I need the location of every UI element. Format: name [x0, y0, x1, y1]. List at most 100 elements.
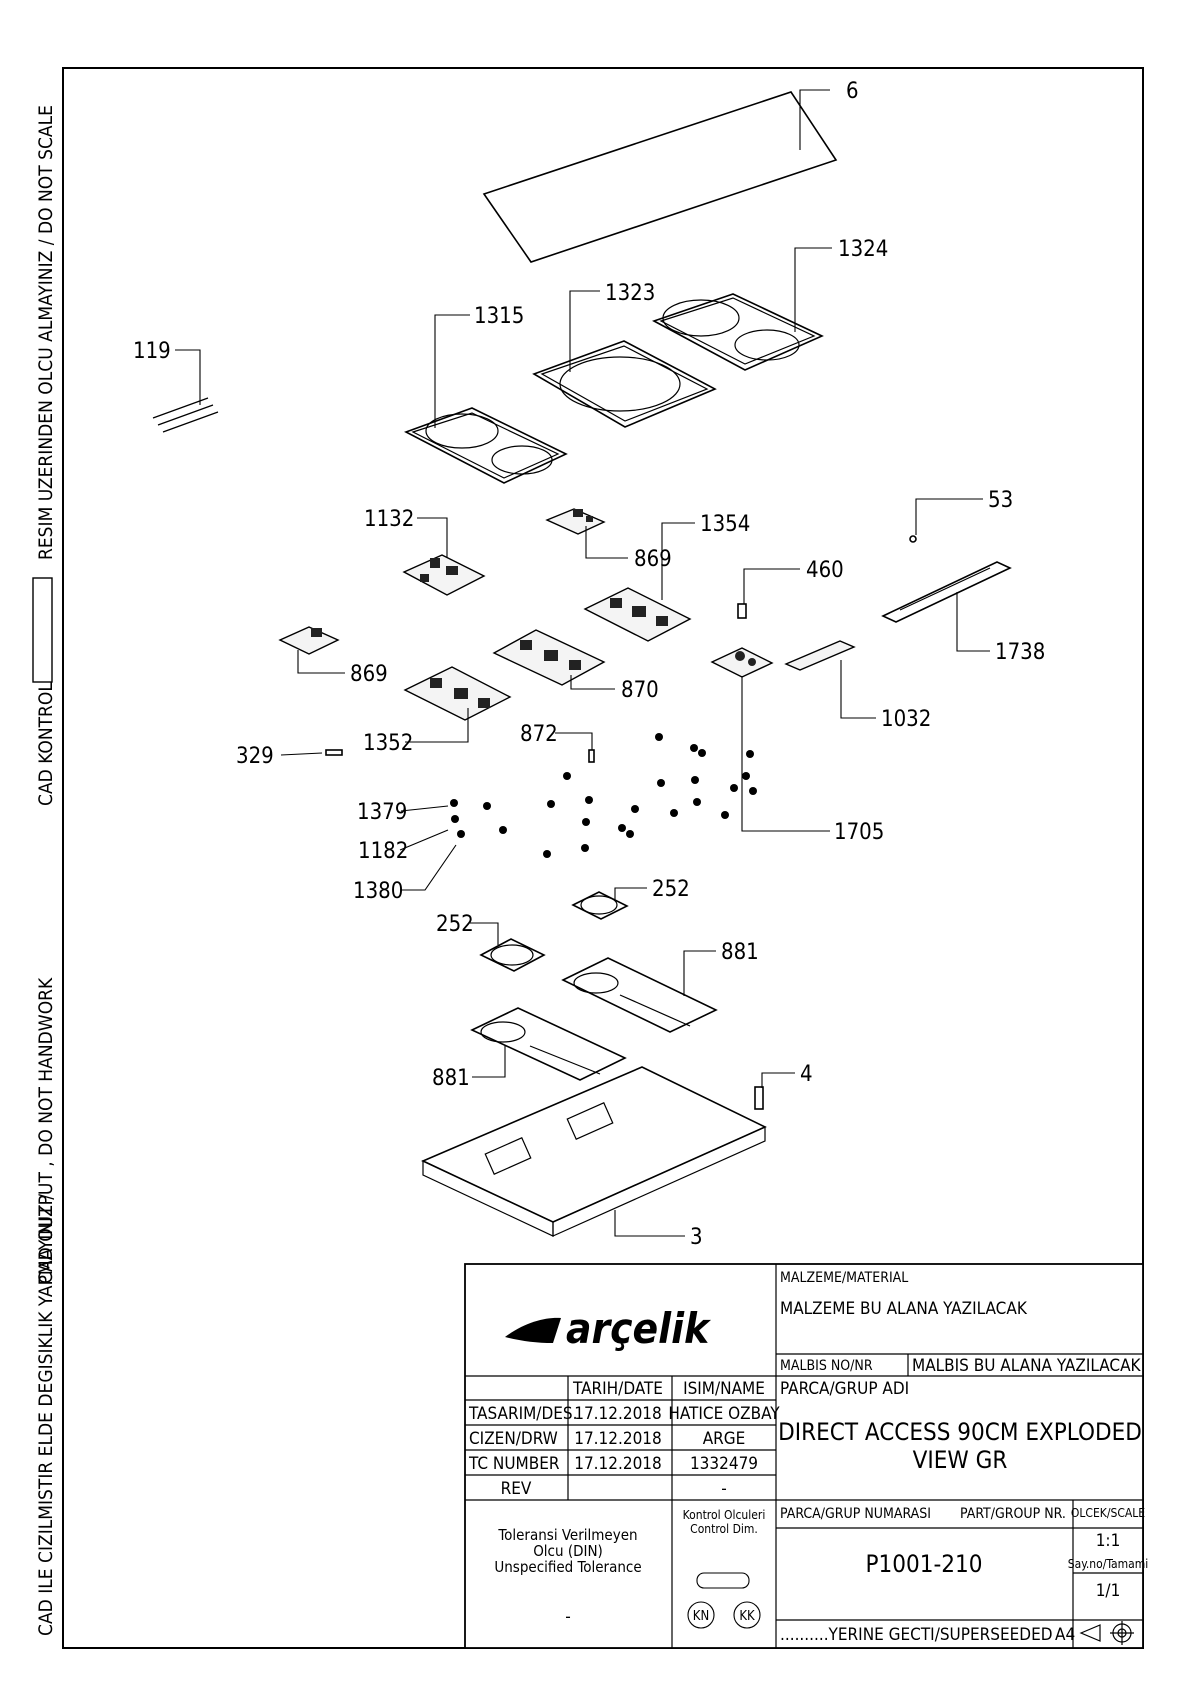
tol-value: -	[565, 1607, 571, 1627]
tol-line1: Toleransi Verilmeyen	[497, 1526, 637, 1544]
supersede-line: ..........YERINE GECTI/SUPERSEEDED	[780, 1625, 1053, 1645]
row-des-date: 17.12.2018	[574, 1404, 662, 1424]
arcelik-logo: arçelik	[505, 1304, 712, 1353]
part-coil-plate-1323	[532, 340, 717, 428]
title-block: arçelik MALZEME/MATERIAL MALZEME BU ALAN…	[464, 1263, 1149, 1649]
row-tc-name: 1332479	[690, 1454, 758, 1474]
callout-1352: 1352	[363, 731, 413, 756]
callout-1032: 1032	[881, 707, 931, 732]
callout-460: 460	[806, 558, 844, 583]
row-rev-name: -	[721, 1479, 727, 1499]
part-rail-1738	[881, 561, 1012, 623]
part-glass-top	[482, 91, 838, 263]
callout-1315: 1315	[474, 304, 524, 329]
part-holder-881-lower	[470, 1007, 627, 1081]
part-board-1132	[402, 554, 486, 596]
note-cad-kontrol: CAD KONTROL	[35, 682, 57, 806]
row-tc-date: 17.12.2018	[574, 1454, 662, 1474]
control-slot	[696, 1572, 750, 1589]
part-coil-plate-1324	[652, 293, 824, 371]
part-holder-881-upper	[561, 957, 718, 1033]
malbis-header: MALBIS NO/NR	[780, 1358, 873, 1374]
part-board-1032	[784, 640, 856, 671]
callout-872: 872	[520, 722, 558, 747]
sheet-value: 1/1	[1096, 1581, 1121, 1601]
group-no-value: P1001-210	[866, 1550, 983, 1578]
callout-119: 119	[133, 339, 171, 364]
sheet-header: Say.no/Tamami	[1068, 1557, 1149, 1571]
tol-line2: Olcu (DIN)	[533, 1542, 603, 1560]
part-pin-872	[588, 749, 595, 763]
group-name-line1: DIRECT ACCESS 90CM EXPLODED	[778, 1418, 1142, 1446]
row-des-label: TASARIM/DES.	[468, 1404, 577, 1424]
callout-1379: 1379	[357, 800, 407, 825]
callout-1738: 1738	[995, 640, 1045, 665]
note-do-not-scale: RESIM UZERINDEN OLCU ALMAYINIZ / DO NOT …	[35, 105, 57, 560]
part-board-869-left	[278, 626, 340, 655]
part-pin-53	[909, 535, 917, 543]
row-des-name: HATICE OZBAY	[668, 1404, 780, 1424]
scale-header: OLCEK/SCALE	[1071, 1506, 1145, 1520]
row-drw-date: 17.12.2018	[574, 1429, 662, 1449]
part-fan-252-upper	[571, 891, 629, 920]
logo-wordmark: arçelik	[566, 1304, 712, 1353]
kn-circle	[687, 1601, 715, 1629]
callout-252-lower: 252	[436, 912, 474, 937]
leader-lines	[175, 89, 990, 1237]
note-no-hand-changes: CAD ILE CIZILMISTIR ELDE DEGISIKLIK YAPM…	[35, 1194, 57, 1636]
callout-869-left: 869	[350, 662, 388, 687]
kn-mark: KN	[693, 1609, 709, 1624]
callout-1380: 1380	[353, 879, 403, 904]
callout-869-top: 869	[634, 547, 672, 572]
callout-1182: 1182	[358, 839, 408, 864]
part-board-1352	[403, 666, 512, 721]
group-name-line2: VIEW GR	[913, 1446, 1008, 1474]
part-strips-119	[152, 397, 219, 433]
malbis-value: MALBIS BU ALANA YAZILACAK	[912, 1356, 1142, 1376]
material-header: MALZEME/MATERIAL	[780, 1270, 908, 1286]
col-name-header: ISIM/NAME	[683, 1379, 765, 1399]
part-board-869-top	[545, 508, 606, 535]
callout-53: 53	[988, 488, 1013, 513]
scale-value: 1:1	[1096, 1531, 1121, 1551]
group-no-header: PARCA/GRUP NUMARASI	[780, 1506, 931, 1522]
kk-circle	[733, 1601, 761, 1629]
callout-3: 3	[690, 1225, 703, 1250]
part-coil-plate-1315	[404, 407, 568, 484]
callout-1132: 1132	[364, 507, 414, 532]
note-do-not-handwork: CAD OUTPUT , DO NOT HANDWORK	[35, 977, 57, 1284]
part-bracket-460	[737, 603, 747, 619]
row-drw-name: ARGE	[703, 1429, 746, 1449]
row-drw-label: CIZEN/DRW	[469, 1429, 558, 1449]
callout-1705: 1705	[834, 820, 884, 845]
control-line2: Control Dim.	[690, 1522, 758, 1536]
material-value: MALZEME BU ALANA YAZILACAK	[780, 1299, 1028, 1319]
control-line1: Kontrol Olculeri	[683, 1508, 766, 1522]
row-rev-label: REV	[501, 1479, 532, 1499]
part-board-1705	[710, 647, 774, 678]
paper-size: A4	[1055, 1625, 1075, 1645]
fasteners-scatter	[450, 733, 757, 858]
callout-870: 870	[621, 678, 659, 703]
part-board-1354	[583, 587, 692, 642]
margin-notes: RESIM UZERINDEN OLCU ALMAYINIZ / DO NOT …	[32, 105, 57, 1636]
cad-kontrol-box	[32, 577, 53, 683]
row-tc-label: TC NUMBER	[468, 1454, 560, 1474]
callout-4: 4	[800, 1062, 813, 1087]
callout-6: 6	[846, 79, 859, 104]
callout-1354: 1354	[700, 512, 750, 537]
callout-881-lower: 881	[432, 1066, 470, 1091]
kk-mark: KK	[739, 1609, 755, 1624]
tol-line3: Unspecified Tolerance	[494, 1558, 641, 1576]
part-clip-329	[325, 749, 343, 756]
part-bracket-4	[754, 1086, 764, 1110]
callout-labels: 6 1324 1323 1315 119 53 1132 1354 869 46…	[133, 79, 1045, 1250]
callout-329: 329	[236, 744, 274, 769]
group-no-header-en: PART/GROUP NR.	[960, 1506, 1066, 1522]
callout-1323: 1323	[605, 281, 655, 306]
callout-252-upper: 252	[652, 877, 690, 902]
part-bottom-tray-3	[421, 1066, 767, 1237]
part-fan-252-lower	[479, 938, 546, 972]
group-name-header: PARCA/GRUP ADI	[780, 1379, 909, 1399]
